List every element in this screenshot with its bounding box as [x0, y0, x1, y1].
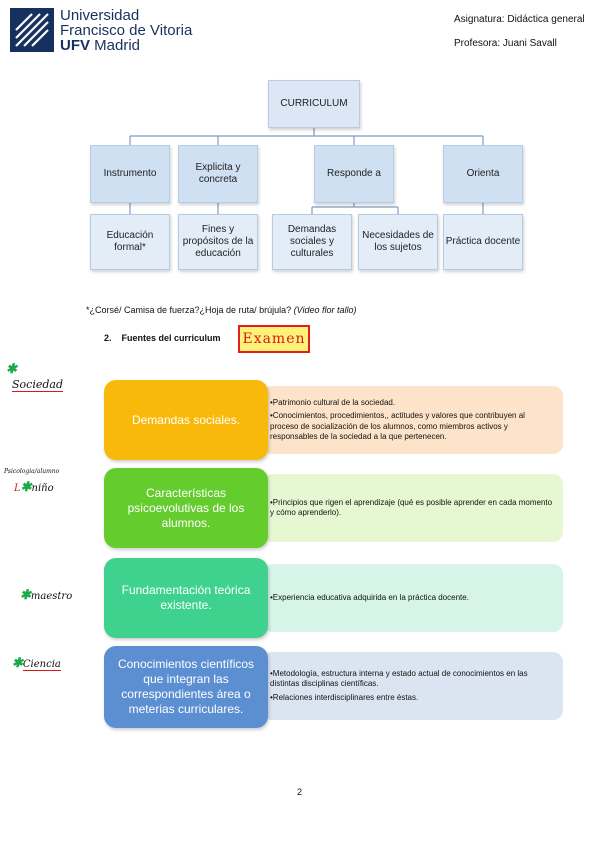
source-detail-fundamentacion: •Experiencia educativa adquirida en la p… — [262, 564, 563, 632]
tree-leaf-practica: Práctica docente — [443, 214, 523, 270]
source-label-sociales: Demandas sociales. — [104, 380, 268, 460]
section-title: 2. Fuentes del curriculum — [104, 333, 221, 343]
page-number: 2 — [296, 787, 302, 797]
university-logo-icon — [10, 8, 54, 52]
handwritten-nino: L✱niño — [14, 480, 54, 495]
handwritten-sociedad: Sociedad — [12, 378, 63, 392]
source-label-fundamentacion: Fundamentación teórica existente. — [104, 558, 268, 638]
handwritten-psicologia: Psicologia/alumno — [4, 468, 60, 475]
tree-leaf-necesidades: Necesidades de los sujetos — [358, 214, 438, 270]
source-label-psicoevolutivas: Características psicoevolutivas de los a… — [104, 468, 268, 548]
source-detail-psicoevolutivas: •Principios que rigen el aprendizaje (qu… — [262, 474, 563, 542]
star-icon: ✱ — [6, 362, 17, 377]
curriculum-tree-connectors — [129, 128, 484, 214]
tree-leaf-educacion-formal: Educación formal* — [90, 214, 170, 270]
tree-leaf-fines: Fines y propósitos de la educación — [178, 214, 258, 270]
logo-text-name: Francisco de Vitoria — [60, 22, 193, 39]
logo-text-campus: UFV Madrid — [60, 37, 141, 54]
handwritten-maestro: ✱maestro — [20, 588, 73, 603]
subject-label: Asignatura: Didáctica general — [454, 14, 585, 25]
tree-node-explicita: Explicita y concreta — [178, 145, 258, 203]
source-detail-conocimientos: •Metodología, estructura interna y estad… — [262, 652, 563, 720]
tree-root-curriculum: CURRICULUM — [268, 80, 360, 128]
logo-text-university: Universidad — [60, 7, 140, 24]
tree-node-responde: Responde a — [314, 145, 394, 203]
handwritten-ciencia: ✱Ciencia — [12, 656, 61, 671]
tree-leaf-demandas: Demandas sociales y culturales — [272, 214, 352, 270]
source-label-conocimientos: Conocimientos científicos que integran l… — [104, 646, 268, 728]
note-text: *¿Corsé/ Camisa de fuerza?¿Hoja de ruta/… — [86, 305, 357, 315]
tree-node-orienta: Orienta — [443, 145, 523, 203]
tree-node-instrumento: Instrumento — [90, 145, 170, 203]
exam-stamp: Examen — [238, 325, 310, 353]
source-detail-sociales: •Patrimonio cultural de la sociedad. •Co… — [262, 386, 563, 454]
teacher-label: Profesora: Juani Savall — [454, 38, 557, 49]
